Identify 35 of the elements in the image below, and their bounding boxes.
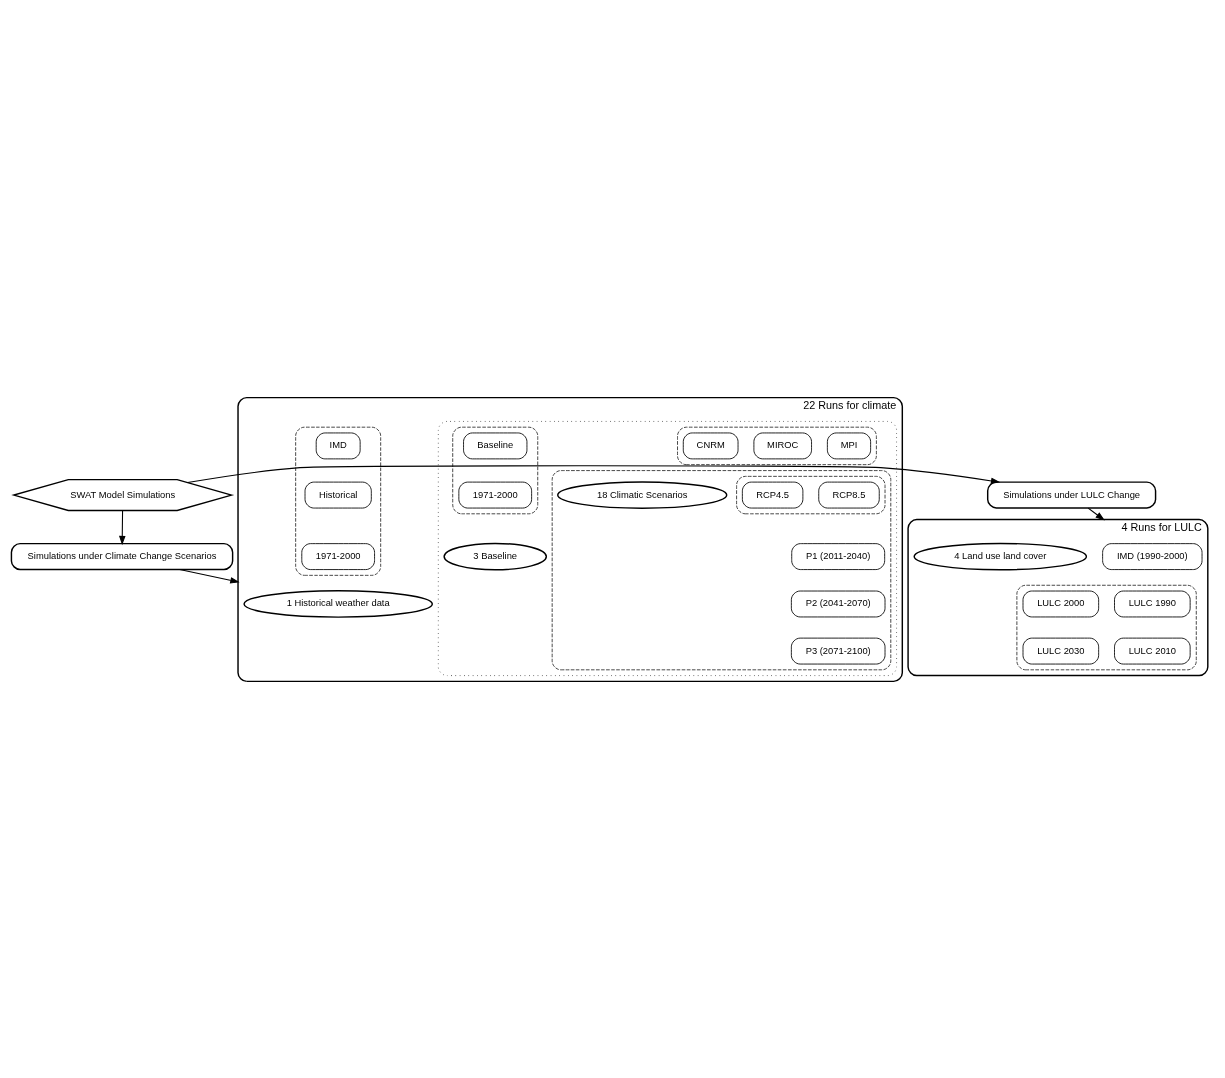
cluster	[295, 426, 382, 576]
node-box: P3 (2071-2100)	[790, 637, 886, 664]
arrow	[1087, 507, 1105, 521]
node-box: Baseline	[463, 432, 528, 459]
node-box: MPI	[826, 432, 872, 459]
node-box: LULC 2000	[1022, 590, 1100, 617]
node-box: IMD	[315, 432, 361, 459]
cluster	[677, 426, 877, 465]
node-box: RCP8.5	[818, 481, 880, 508]
node-box: LULC 2030	[1022, 637, 1100, 664]
node-ellipse: 1 Historical weather data	[243, 589, 433, 618]
cluster	[551, 469, 892, 670]
cluster	[736, 475, 886, 514]
node-box: RCP4.5	[741, 481, 804, 508]
cluster	[1016, 584, 1197, 670]
node-ellipse: 4 Land use land cover	[913, 542, 1088, 570]
node-box: LULC 2010	[1114, 637, 1191, 664]
cluster	[452, 426, 539, 514]
arrow	[179, 568, 240, 584]
arrow	[118, 509, 126, 545]
node-box: IMD (1990-2000)	[1102, 542, 1203, 570]
node-box: Simulations under LULC Change	[987, 480, 1157, 509]
node-box: P2 (2041-2070)	[790, 590, 886, 617]
node-box: Historical	[304, 481, 372, 508]
node-box: P1 (2011-2040)	[791, 542, 886, 570]
node-ellipse: 18 Climatic Scenarios	[557, 480, 728, 509]
cluster	[437, 420, 897, 676]
node-box: Simulations under Climate Change Scenarios	[10, 542, 234, 570]
node-box: LULC 1990	[1114, 590, 1191, 617]
node-box: 1971-2000	[458, 481, 533, 508]
node-box: CNRM	[682, 432, 739, 459]
node-box: 1971-2000	[301, 542, 375, 570]
arrow	[187, 464, 1001, 484]
node-box: MIROC	[753, 432, 812, 459]
node-ellipse: 3 Baseline	[443, 542, 548, 570]
